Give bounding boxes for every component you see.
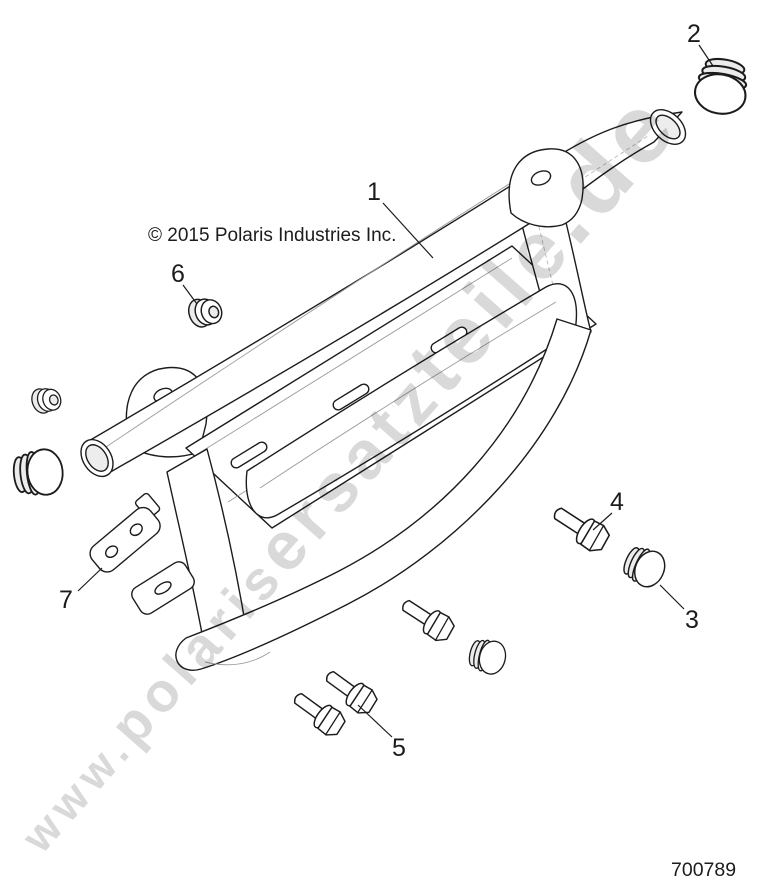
callout-5-label: 5 — [392, 734, 406, 762]
callout-3: 3 — [659, 584, 699, 634]
plug-large-item2 — [690, 54, 753, 119]
grommet-item6 — [184, 291, 226, 332]
callout-3-leader — [659, 584, 685, 610]
callout-2-leader — [698, 44, 714, 67]
bolt-item5-c — [287, 685, 350, 741]
callout-7: 7 — [59, 567, 103, 614]
callout-1-leader — [382, 202, 434, 259]
mounting-tab-right — [508, 148, 584, 228]
callout-6-label: 6 — [171, 260, 185, 288]
callout-2-label: 2 — [687, 20, 701, 48]
callout-4-label: 4 — [610, 488, 624, 516]
callout-6: 6 — [171, 260, 198, 305]
plug-item3 — [618, 541, 671, 593]
plug-item3-left — [10, 446, 66, 499]
bolt-item4 — [547, 498, 614, 557]
grommet-item6-left — [27, 382, 65, 417]
callout-4: 4 — [592, 488, 624, 531]
callout-1-label: 1 — [367, 178, 381, 206]
callout-7-leader — [77, 567, 103, 592]
callout-4-leader — [592, 512, 613, 531]
bumper-weldment-drawing — [80, 109, 687, 671]
callout-2: 2 — [687, 20, 714, 67]
part-number: 700789 — [671, 859, 736, 881]
callout-1: 1 — [367, 178, 434, 259]
callout-7-label: 7 — [59, 586, 73, 614]
loop-end-bracket — [131, 561, 195, 615]
copyright-text: © 2015 Polaris Industries Inc. — [148, 225, 396, 246]
callout-3-label: 3 — [685, 606, 699, 634]
bolt-item5-a — [396, 591, 459, 646]
plug-item3-second — [465, 635, 510, 678]
lower-guard-loop — [175, 318, 592, 671]
callout-5: 5 — [357, 704, 406, 762]
callout-6-leader — [182, 284, 198, 305]
bracket-item7 — [89, 492, 161, 573]
callout-5-leader — [357, 704, 393, 738]
